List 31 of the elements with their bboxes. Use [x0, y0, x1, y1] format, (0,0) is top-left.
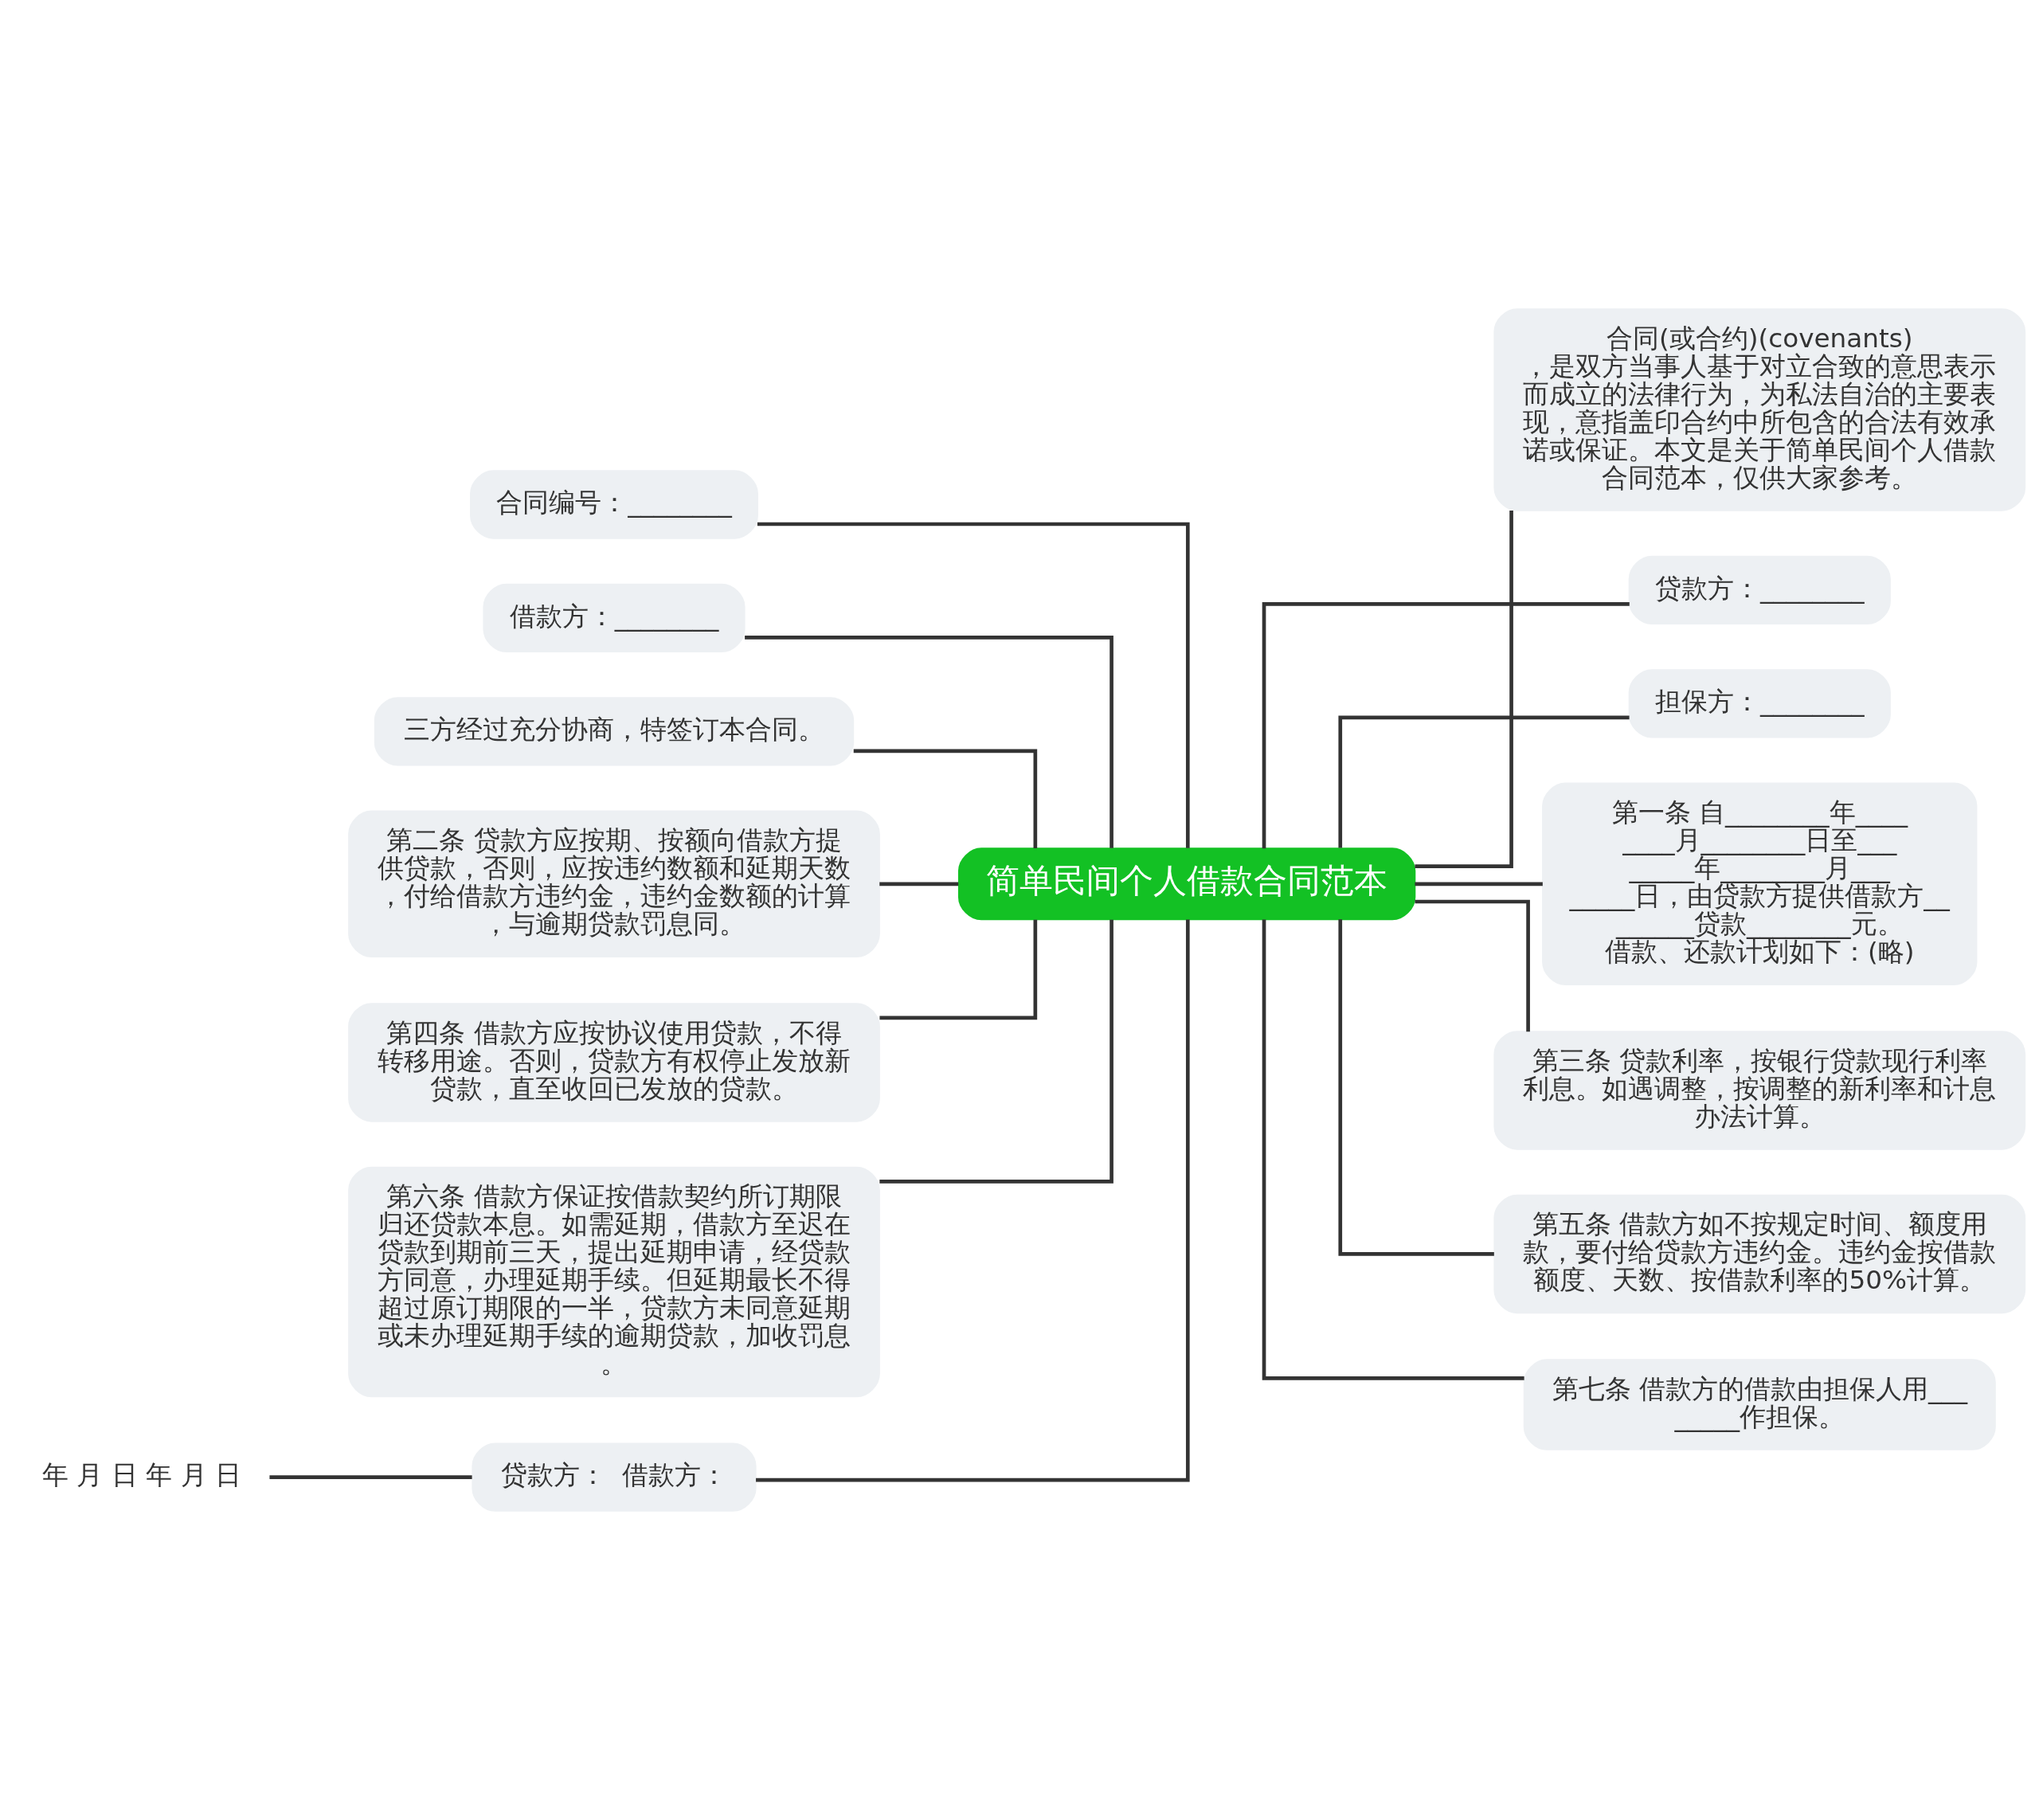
connector — [1338, 715, 1630, 848]
node-box: 第五条 借款方如不按规定时间、额度用款，要付给贷款方违约金。违约金按借款额度、天数、按借款利率的50%计算。 — [1493, 1194, 2026, 1314]
connector — [745, 636, 1113, 848]
node-box: 第四条 借款方应按协议使用贷款，不得转移用途。否则，贷款方有权停止发放新贷款，直至收回已发放的贷款。 — [348, 1003, 880, 1122]
connector — [879, 882, 959, 887]
connector — [879, 919, 1113, 1184]
connector — [1415, 882, 1543, 887]
node-box: 三方经过充分协商，特签订本合同。 — [374, 697, 855, 766]
node-box: 贷款方：________ — [1628, 555, 1891, 625]
connector — [1262, 919, 1524, 1380]
node-box: 第七条 借款方的借款由担保人用________作担保。 — [1523, 1359, 1996, 1450]
node-box: 贷款方： 借款方： — [472, 1442, 757, 1512]
node-box: 第二条 贷款方应按期、按额向借款方提供贷款，否则，应按违约数额和延期天数，付给借款方违约金，违约金数额的计算，与逾期贷款罚息同。 — [348, 810, 880, 958]
connector — [1338, 919, 1494, 1256]
node-text: 年 月 日 年 月 日 — [41, 1460, 241, 1491]
connector — [1415, 899, 1530, 1032]
connector — [1415, 510, 1513, 868]
connector — [756, 919, 1190, 1482]
connector — [879, 919, 1038, 1020]
node-box: 第一条 自________年________月________日至________年________月________日，由贷款方提供借款方________贷款________元。借款、还款计划如下：(略) — [1542, 782, 1978, 986]
node-box: 借款方：________ — [483, 583, 746, 653]
connector — [853, 749, 1038, 849]
connector — [269, 1475, 472, 1479]
connector — [1262, 602, 1630, 849]
node-box: 担保方：________ — [1628, 669, 1891, 738]
node-box: 合同编号：________ — [470, 470, 758, 539]
node-box: 合同(或合约)(covenants)，是双方当事人基于对立合致的意思表示而成立的法律行为，为私法自治的主要表现，意指盖印合约中所包含的合法有效承诺或保证。本文是关于简单民间个人借款合同范本，仅供大家参考。 — [1493, 308, 2026, 511]
node-box: 简单民间个人借款合同范本 — [957, 847, 1416, 921]
node-box: 第三条 贷款利率，按银行贷款现行利率利息。如遇调整，按调整的新利率和计息办法计算。 — [1493, 1031, 2026, 1150]
node-box: 第六条 借款方保证按借款契约所订期限归还贷款本息。如需延期，借款方至迟在贷款到期前三天，提出延期申请，经贷款方同意，办理延期手续。但延期最长不得超过原订期限的一半，贷款方未同意延期或未办理延期手续的逾期贷款，加收罚息。 — [348, 1166, 880, 1398]
connector — [757, 522, 1190, 848]
